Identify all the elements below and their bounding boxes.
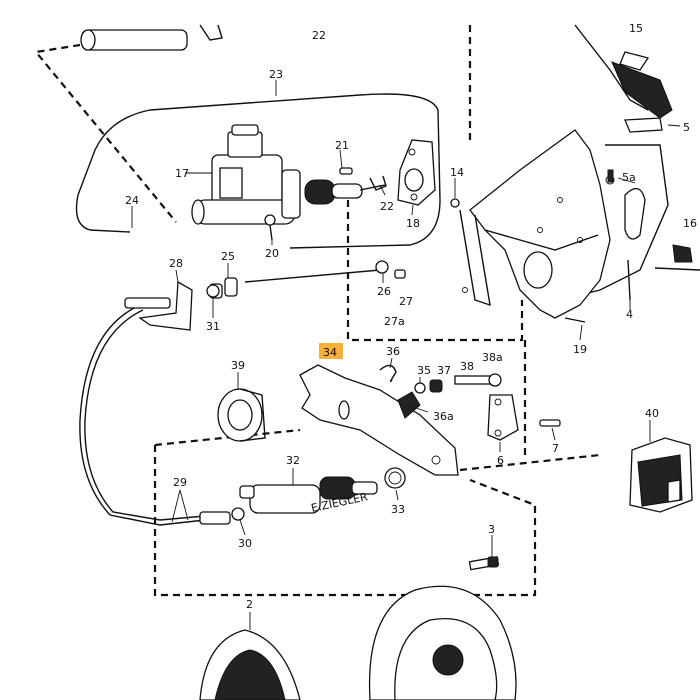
label-21[interactable]: 21 bbox=[335, 139, 349, 152]
clip-21-22 bbox=[339, 167, 387, 191]
label-29[interactable]: 29 bbox=[173, 476, 187, 489]
label-36[interactable]: 36 bbox=[386, 345, 400, 358]
label-32[interactable]: 32 bbox=[286, 454, 300, 467]
label-36a[interactable]: 36a bbox=[433, 410, 454, 423]
label-15[interactable]: 15 bbox=[629, 22, 643, 35]
label-33[interactable]: 33 bbox=[391, 503, 405, 516]
label-28[interactable]: 28 bbox=[169, 257, 183, 270]
label-7[interactable]: 7 bbox=[552, 442, 559, 455]
label-40[interactable]: 40 bbox=[645, 407, 659, 420]
dashed-group-lines bbox=[33, 25, 601, 597]
label-34[interactable]: 34 bbox=[323, 346, 337, 359]
label-22-top[interactable]: 22 bbox=[312, 29, 326, 42]
master-cylinder bbox=[191, 124, 386, 241]
label-27[interactable]: 27 bbox=[399, 295, 413, 308]
gasket-18 bbox=[397, 139, 436, 206]
label-17[interactable]: 17 bbox=[175, 167, 189, 180]
slave-cylinder: E.ZIEGLER bbox=[239, 467, 406, 515]
pivot-hardware bbox=[379, 364, 561, 441]
label-24[interactable]: 24 bbox=[125, 194, 139, 207]
label-38a[interactable]: 38a bbox=[482, 351, 503, 364]
label-4[interactable]: 4 bbox=[626, 308, 633, 321]
label-26[interactable]: 26 bbox=[377, 285, 391, 298]
label-38[interactable]: 38 bbox=[460, 360, 474, 373]
release-lever bbox=[299, 364, 459, 476]
pedal-assembly bbox=[559, 24, 700, 301]
bolt-3 bbox=[468, 556, 500, 571]
label-22[interactable]: 22 bbox=[380, 200, 394, 213]
label-14[interactable]: 14 bbox=[450, 166, 464, 179]
label-3[interactable]: 3 bbox=[488, 523, 495, 536]
label-27a[interactable]: 27a bbox=[384, 315, 405, 328]
leader-lines bbox=[131, 80, 681, 630]
label-35[interactable]: 35 bbox=[417, 364, 431, 377]
pedal-frame bbox=[450, 129, 611, 323]
label-31[interactable]: 31 bbox=[206, 320, 220, 333]
part-40 bbox=[629, 437, 693, 513]
label-39[interactable]: 39 bbox=[231, 359, 245, 372]
label-25[interactable]: 25 bbox=[221, 250, 235, 263]
highlight-box-34 bbox=[319, 343, 343, 359]
label-18[interactable]: 18 bbox=[406, 217, 420, 230]
clutch-plates bbox=[199, 585, 517, 700]
push-rod-top bbox=[80, 24, 223, 51]
label-5[interactable]: 5 bbox=[683, 121, 690, 134]
label-20[interactable]: 20 bbox=[265, 247, 279, 260]
label-16[interactable]: 16 bbox=[683, 217, 697, 230]
release-bearing bbox=[217, 388, 266, 442]
label-37[interactable]: 37 bbox=[437, 364, 451, 377]
label-23[interactable]: 23 bbox=[269, 68, 283, 81]
label-5a[interactable]: 5a bbox=[622, 171, 636, 184]
hydraulic-line-23 bbox=[75, 93, 441, 249]
label-19[interactable]: 19 bbox=[573, 343, 587, 356]
clutch-cable bbox=[79, 260, 406, 526]
part-labels: 22 15 23 5 17 21 14 5a 24 22 18 16 20 28… bbox=[125, 22, 697, 611]
label-2[interactable]: 2 bbox=[246, 598, 253, 611]
label-30[interactable]: 30 bbox=[238, 537, 252, 550]
label-6[interactable]: 6 bbox=[497, 454, 504, 467]
